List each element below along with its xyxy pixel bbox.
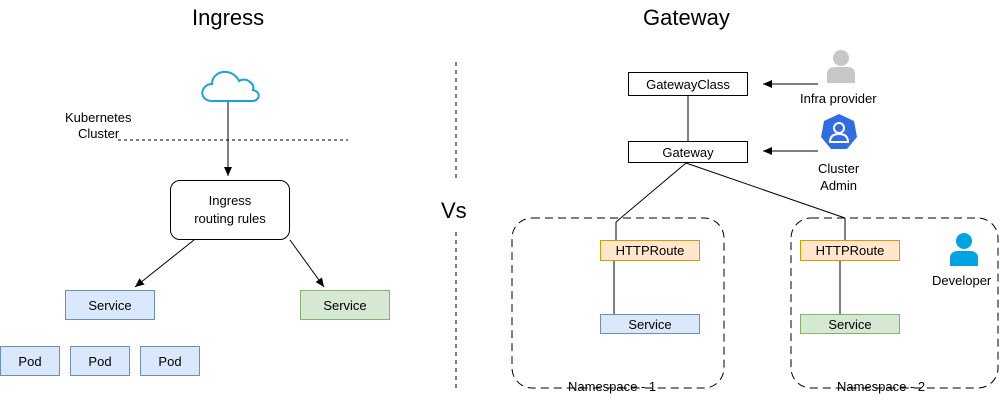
cloud-icon	[201, 70, 260, 102]
cluster-admin-line2: Admin	[820, 178, 858, 193]
service-blue-box: Service	[65, 290, 155, 320]
pod-box: Pod	[0, 346, 60, 376]
person-icon	[827, 50, 855, 83]
ns2-service-box: Service	[800, 314, 900, 334]
gateway-to-ns1-line	[615, 162, 687, 223]
namespace-2-container	[790, 217, 999, 389]
gateway-title: Gateway	[643, 5, 730, 30]
ingress-title: Ingress	[192, 5, 265, 30]
pod-box: Pod	[70, 346, 130, 376]
vs-label: Vs	[441, 198, 467, 223]
ns1-service-box: Service	[600, 314, 700, 334]
ingress-to-service-green-arrow	[289, 239, 325, 288]
cluster-label-line1: Kubernetes	[65, 110, 132, 125]
ingress-box-line1: Ingress	[208, 193, 252, 208]
developer-label: Developer	[932, 273, 992, 288]
cluster-admin-label: Cluster Admin	[818, 160, 859, 194]
gatewayclass-box: GatewayClass	[628, 72, 748, 96]
cluster-admin-line1: Cluster	[818, 161, 860, 176]
infra-provider-label: Infra provider	[800, 91, 877, 106]
ingress-to-service-blue-arrow	[134, 239, 195, 288]
namespace-2-label: Namespace - 2	[837, 379, 926, 394]
namespace-1-container	[511, 217, 725, 389]
ingress-box-line2: routing rules	[194, 211, 266, 226]
ns1-httproute-box: HTTPRoute	[600, 240, 700, 261]
person-icon	[950, 233, 978, 266]
service-green-box: Service	[300, 290, 390, 320]
gateway-to-ns2-line	[685, 162, 846, 219]
gateway-box: Gateway	[628, 141, 748, 163]
ns2-httproute-box: HTTPRoute	[800, 240, 900, 261]
namespace-1-label: Namespace - 1	[568, 379, 657, 394]
cluster-label-line2: Cluster	[78, 126, 120, 141]
ingress-routing-rules-box: Ingress routing rules	[170, 180, 290, 240]
kubernetes-user-icon	[821, 114, 857, 149]
pod-box: Pod	[140, 346, 200, 376]
cluster-label: Kubernetes Cluster	[65, 110, 132, 142]
